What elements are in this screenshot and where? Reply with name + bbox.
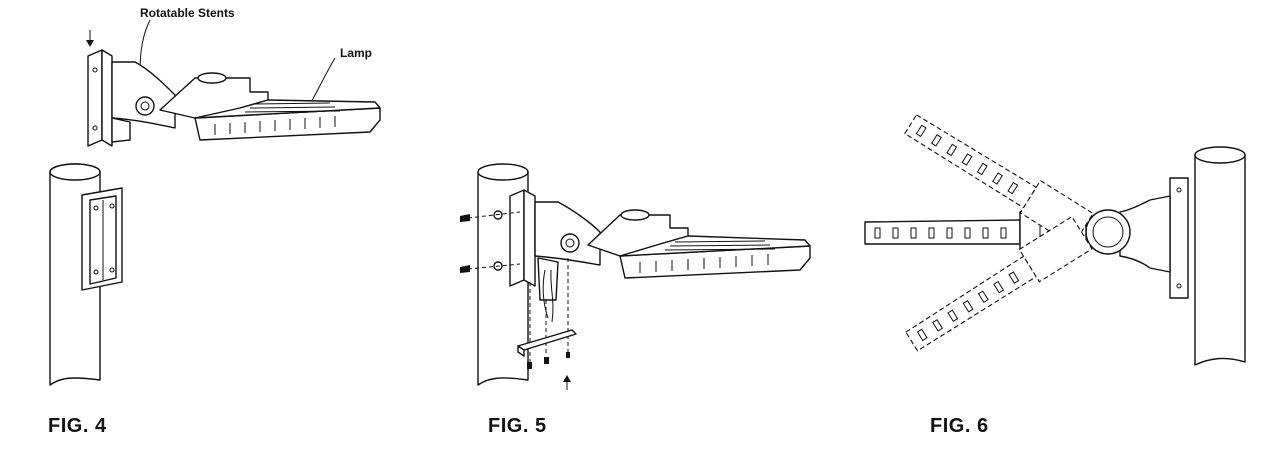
pole-mount-plate (81, 187, 123, 291)
power-wires (542, 269, 554, 323)
wall-bracket (1169, 177, 1189, 299)
wall-bracket (87, 49, 113, 147)
lamp-label: Lamp (340, 46, 373, 60)
rotatable-stent-arm (534, 201, 601, 301)
insert-arrow-icon (563, 375, 571, 390)
figure-4-panel: Rotatable Stents Lamp FIG. 4 (0, 0, 420, 449)
pole (1194, 146, 1246, 366)
figure-5-caption: FIG. 5 (488, 415, 547, 437)
figure-6-caption: FIG. 6 (930, 415, 989, 437)
rotatable-stents-label: Rotatable Stents (140, 6, 235, 20)
figure-6-panel: FIG. 6 (850, 0, 1266, 449)
mounting-screws (460, 211, 521, 273)
figure-4-caption: FIG. 4 (48, 415, 107, 437)
figure-4-illustration (49, 19, 381, 386)
rotatable-stent-arm (111, 61, 176, 143)
figure-6-illustration (864, 114, 1246, 366)
lamp-head (587, 209, 811, 279)
figure-5-illustration (460, 163, 811, 390)
wall-bracket (493, 189, 536, 287)
bottom-cover-plate (517, 329, 577, 357)
figure-5-panel: FIG. 5 (420, 0, 850, 449)
insert-arrow-icon (86, 30, 94, 47)
lamp-head (159, 72, 381, 141)
rotatable-stent-arm (1085, 195, 1171, 273)
lamp-position-tilted-down (905, 215, 1093, 352)
bottom-screws (527, 352, 570, 369)
